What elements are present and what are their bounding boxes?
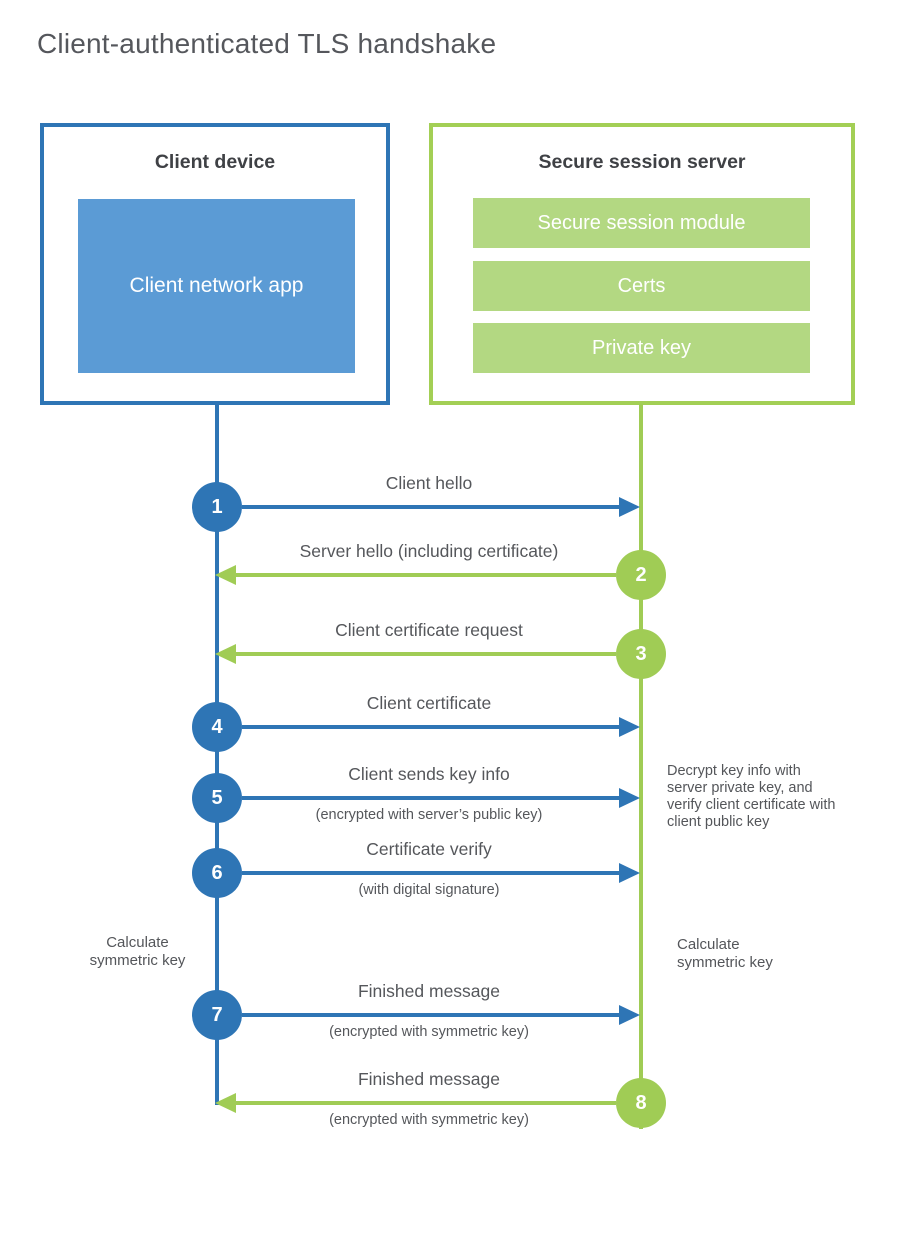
client-network-app-box: Client network app (78, 199, 355, 373)
message-label: Client certificate (366, 693, 492, 713)
arrow-line (242, 796, 619, 800)
server-lifeline (639, 404, 643, 1129)
message-sublabel: (encrypted with symmetric key) (329, 1024, 529, 1040)
message-label: Client hello (385, 473, 473, 493)
message-label: Client sends key info (348, 764, 510, 784)
server-module-secure-session: Secure session module (473, 198, 810, 248)
message-label: Finished message (357, 981, 501, 1001)
message-label: Finished message (357, 1069, 501, 1089)
server-module-private-key: Private key (473, 323, 810, 373)
arrowhead-right-icon (619, 788, 640, 808)
decrypt-key-note: Decrypt key info with server private key… (667, 763, 836, 831)
secure-session-server-title: Secure session server (538, 151, 746, 173)
message-sublabel: (encrypted with server’s public key) (315, 807, 543, 823)
arrow-line (235, 1101, 616, 1105)
message-label: Certificate verify (366, 839, 492, 859)
arrow-line (235, 573, 616, 577)
arrow-line (242, 505, 619, 509)
step-circle: 3 (616, 629, 666, 679)
step-circle: 1 (192, 482, 242, 532)
arrowhead-right-icon (619, 497, 640, 517)
client-device-title: Client device (154, 151, 276, 173)
step-circle: 5 (192, 773, 242, 823)
server-module-certs: Certs (473, 261, 810, 311)
arrowhead-left-icon (215, 644, 236, 664)
message-sublabel: (with digital signature) (358, 882, 500, 898)
client-lifeline (215, 404, 219, 1105)
page-title: Client-authenticated TLS handshake (37, 28, 497, 59)
arrow-line (242, 871, 619, 875)
arrowhead-left-icon (215, 1093, 236, 1113)
step-circle: 4 (192, 702, 242, 752)
message-label: Client certificate request (335, 620, 523, 640)
arrow-line (242, 1013, 619, 1017)
arrowhead-left-icon (215, 565, 236, 585)
arrow-line (235, 652, 616, 656)
calculate-symmetric-key-note-client: Calculate symmetric key (89, 934, 186, 969)
step-circle: 6 (192, 848, 242, 898)
step-circle: 7 (192, 990, 242, 1040)
arrowhead-right-icon (619, 717, 640, 737)
message-sublabel: (encrypted with symmetric key) (329, 1112, 529, 1128)
calculate-symmetric-key-note-server: Calculate symmetric key (677, 936, 773, 971)
arrowhead-right-icon (619, 863, 640, 883)
message-label: Server hello (including certificate) (299, 541, 559, 561)
step-circle: 2 (616, 550, 666, 600)
arrowhead-right-icon (619, 1005, 640, 1025)
arrow-line (242, 725, 619, 729)
step-circle: 8 (616, 1078, 666, 1128)
